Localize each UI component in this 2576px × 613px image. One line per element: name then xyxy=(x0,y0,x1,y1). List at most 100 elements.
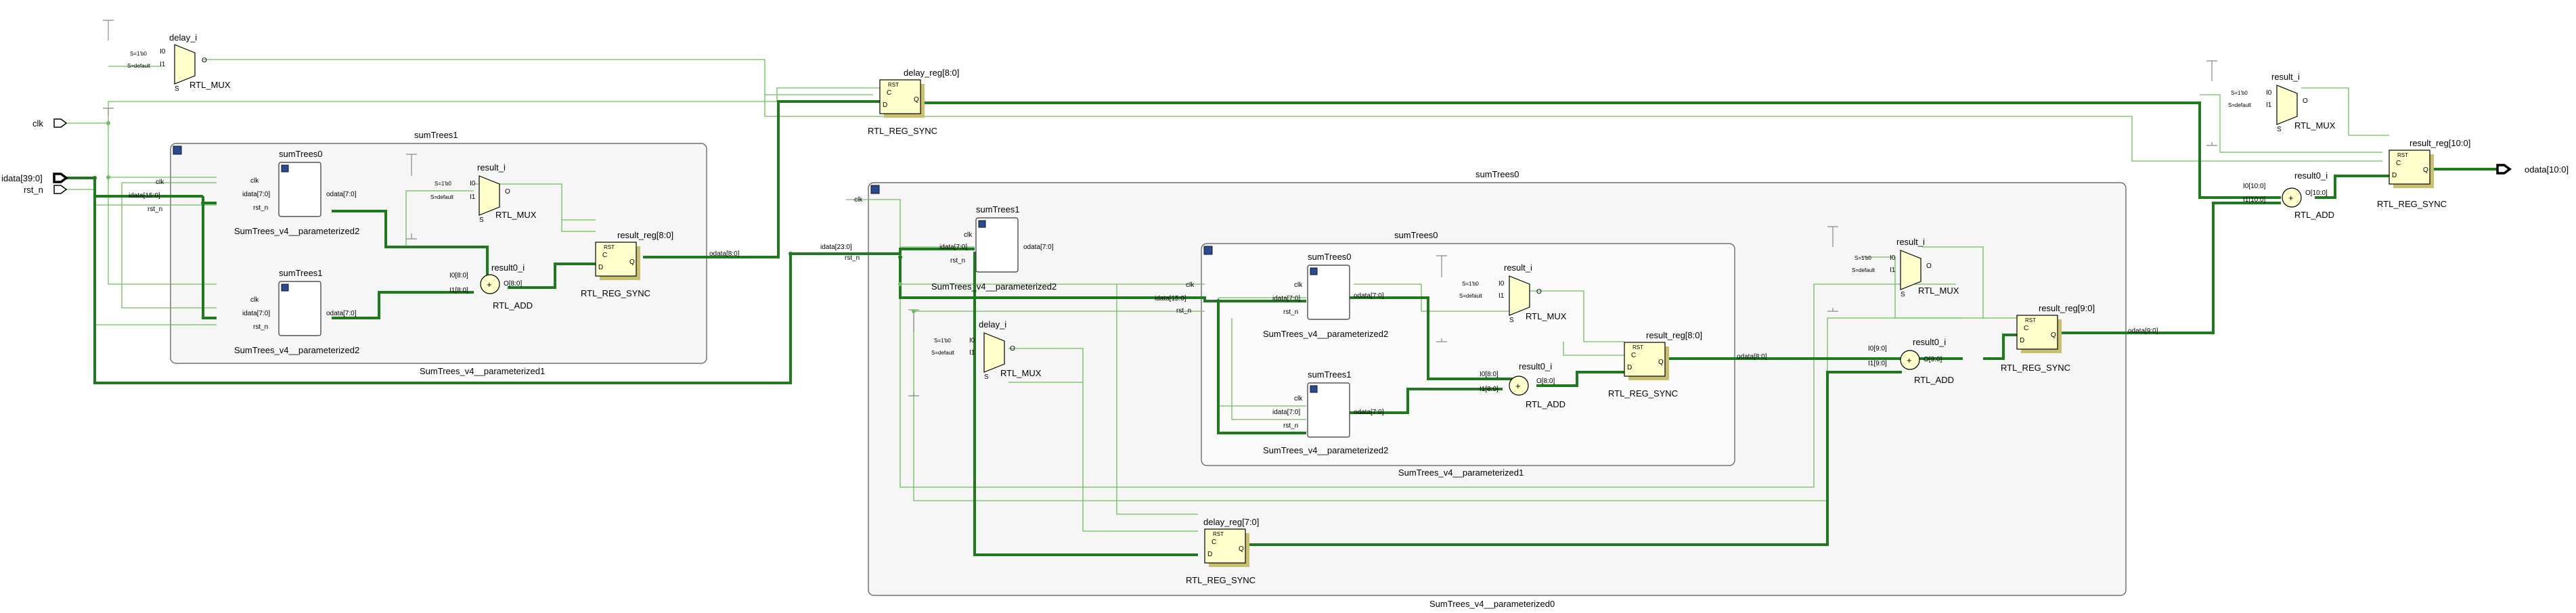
mux-delay-i-top[interactable]: delay_i S=1'b0 S=default I0 I1 O S RTL_M… xyxy=(127,32,231,93)
pin-label: S=1'b0 xyxy=(1855,255,1871,261)
cell-instance-label: delay_i xyxy=(169,32,197,43)
pin-label: clk xyxy=(250,177,259,185)
cell-type-label: RTL_MUX xyxy=(2294,120,2336,131)
port-label: idata[39:0] xyxy=(1,173,43,183)
cell-instance-label: result_i xyxy=(1504,263,1532,273)
pin-label: S=1'b0 xyxy=(934,338,951,344)
mux-result-i-right[interactable]: result_i S=1'b0 S=default I0 I1 O S RTL_… xyxy=(1852,237,1959,298)
pin-label: RST xyxy=(2397,152,2408,158)
collapse-icon[interactable] xyxy=(281,283,289,292)
pin-label: C xyxy=(602,252,607,259)
collapse-icon[interactable] xyxy=(978,220,986,228)
cell-type-label: RTL_MUX xyxy=(1526,311,1567,321)
pin-label: odata[7:0] xyxy=(326,191,357,198)
cell-type-label: RTL_ADD xyxy=(1526,399,1565,409)
adder-result0-i-right[interactable]: result0_i + I0[9:0] I1[9:0] O[9:0] RTL_A… xyxy=(1868,337,1954,385)
pin-label: idata[15:0] xyxy=(1155,295,1186,302)
port-label: clk xyxy=(32,118,43,129)
port-idata[interactable]: idata[39:0] xyxy=(1,173,68,183)
pin-label: rst_n xyxy=(845,254,860,262)
pin-label: S xyxy=(984,373,989,381)
cell-type-label: RTL_ADD xyxy=(493,300,533,311)
cell-type-label: RTL_REG_SYNC xyxy=(1608,388,1678,399)
sub-sumtrees1-left[interactable]: sumTrees1 clk idata[7:0] rst_n odata[7:0… xyxy=(234,268,359,355)
sub-sumtrees0-left[interactable]: sumTrees0 clk idata[7:0] rst_n odata[7:0… xyxy=(234,149,359,236)
cell-instance-label: result_i xyxy=(477,162,506,173)
pin-label: S=default xyxy=(1459,293,1483,299)
pin-label: I0 xyxy=(1890,254,1896,262)
pin-label: clk xyxy=(1294,395,1303,403)
mux-delay-i-mid[interactable]: delay_i S=1'b0 S=default I0 I1 O S RTL_M… xyxy=(931,319,1042,381)
pin-label: clk xyxy=(1186,281,1195,289)
collapse-icon[interactable] xyxy=(1310,267,1318,275)
sub-module-label: SumTrees_v4__parameterized2 xyxy=(234,226,359,236)
adder-result0-i-top-right[interactable]: result0_i + I0[10:0] I1[10:0] O[10:0] RT… xyxy=(2243,171,2334,220)
cell-instance-label: result_i xyxy=(2271,72,2300,82)
port-odata[interactable]: odata[10:0] xyxy=(2496,164,2569,175)
sub-instance-label: sumTrees0 xyxy=(1308,252,1352,262)
pin-label: RST xyxy=(1633,344,1643,350)
reg-delay-reg-8[interactable]: delay_reg[8:0] RST C D Q RTL_REG_SYNC xyxy=(868,68,959,136)
adder-result0-i-left[interactable]: result0_i + I0[8:0] I1[8:0] O[8:0] RTL_A… xyxy=(449,263,533,311)
pin-label: S xyxy=(1509,317,1514,324)
pin-label: I1[10:0] xyxy=(2243,196,2266,204)
pin-label: S=default xyxy=(430,194,454,200)
net-junctions xyxy=(93,121,1220,313)
collapse-icon[interactable] xyxy=(281,164,289,173)
inner-block-pins: clk idata[15:0] rst_n odata[8:0] xyxy=(1155,281,1767,361)
pin-label: S=1'b0 xyxy=(435,181,451,187)
pin-label: D xyxy=(1207,551,1212,558)
port-clk[interactable]: clk xyxy=(32,118,68,129)
cell-instance-label: result_i xyxy=(1896,237,1925,247)
mux-result-i-top-right[interactable]: result_i S=1'b0 S=default I0 I1 O S RTL_… xyxy=(2228,72,2336,133)
pin-label: I1 xyxy=(1498,292,1505,300)
hier-instance-label: sumTrees0 xyxy=(1394,230,1438,240)
pin-label: C xyxy=(2396,160,2401,167)
pin-label: I0[10:0] xyxy=(2243,183,2266,190)
pin-label: idata[23:0] xyxy=(820,244,852,251)
pin-label: RST xyxy=(1213,531,1224,537)
pin-label: I1 xyxy=(969,349,975,357)
adder-result0-i-inner[interactable]: result0_i + I0[8:0] I1[8:0] O[8:0] RTL_A… xyxy=(1480,361,1565,409)
pin-label: RST xyxy=(888,82,899,88)
adder-symbol: + xyxy=(2288,193,2294,203)
port-rst-n[interactable]: rst_n xyxy=(24,185,68,195)
sub-sumtrees0-inner[interactable]: sumTrees0 clk idata[7:0] rst_n odata[7:0… xyxy=(1263,252,1388,339)
pin-label: idata[7:0] xyxy=(1272,409,1300,416)
mux-result-i-inner[interactable]: result_i S=1'b0 S=default I0 I1 O S RTL_… xyxy=(1459,263,1567,324)
gnd-ties xyxy=(103,20,2217,396)
reg-result-reg-9[interactable]: result_reg[9:0] RST C D Q RTL_REG_SYNC xyxy=(2001,303,2095,373)
pin-label: O[8:0] xyxy=(1536,378,1555,385)
pin-label: I1 xyxy=(470,194,476,201)
pin-label: D xyxy=(2020,337,2024,344)
pin-label: C xyxy=(1212,539,1216,546)
reg-delay-reg-7[interactable]: delay_reg[7:0] RST C D Q RTL_REG_SYNC xyxy=(1186,517,1259,585)
cell-type-label: RTL_REG_SYNC xyxy=(2001,363,2070,373)
cell-instance-label: result_reg[8:0] xyxy=(1646,330,1702,340)
cell-instance-label: delay_reg[7:0] xyxy=(1203,517,1259,527)
reg-result-reg-8-left[interactable]: result_reg[8:0] RST C D Q RTL_REG_SYNC xyxy=(581,230,673,298)
collapse-icon[interactable] xyxy=(1310,385,1318,393)
collapse-icon[interactable] xyxy=(870,185,880,194)
pin-label: rst_n xyxy=(1176,307,1191,315)
pin-label: clk xyxy=(854,196,863,204)
reg-result-reg-8-inner[interactable]: result_reg[8:0] RST C D Q RTL_REG_SYNC xyxy=(1608,330,1702,399)
cell-instance-label: result_reg[9:0] xyxy=(2039,303,2095,313)
collapse-icon[interactable] xyxy=(1203,246,1213,255)
collapse-icon[interactable] xyxy=(173,145,182,155)
pin-label: S xyxy=(175,85,179,93)
sub-sumtrees1-mid[interactable]: sumTrees1 clk idata[7:0] rst_n odata[7:0… xyxy=(931,204,1057,292)
pin-label: clk xyxy=(156,179,164,186)
mux-result-i-left[interactable]: result_i S=1'b0 S=default I0 I1 O S RTL_… xyxy=(430,162,537,224)
cell-instance-label: result0_i xyxy=(1519,361,1552,371)
pin-label: O[9:0] xyxy=(1924,356,1942,363)
cell-type-label: RTL_REG_SYNC xyxy=(2377,199,2447,209)
sub-sumtrees1-inner[interactable]: sumTrees1 clk idata[7:0] rst_n odata[7:0… xyxy=(1263,369,1388,455)
pin-label: I0 xyxy=(2266,89,2272,97)
pin-label: Q xyxy=(1239,545,1244,553)
cell-instance-label: delay_reg[8:0] xyxy=(904,68,959,78)
pin-label: O[10:0] xyxy=(2305,189,2328,197)
pin-label: idata[7:0] xyxy=(1272,295,1300,302)
reg-result-reg-10[interactable]: result_reg[10:0] RST C D Q RTL_REG_SYNC xyxy=(2377,138,2470,209)
